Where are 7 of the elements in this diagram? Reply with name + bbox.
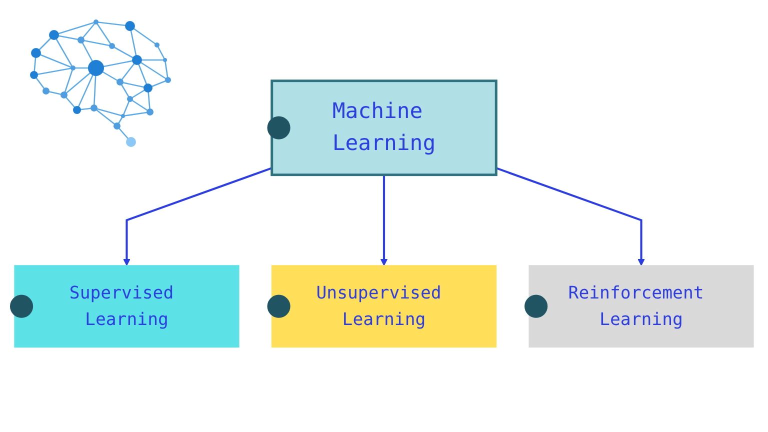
arrow (496, 167, 645, 266)
node-box: Machine Learning (270, 80, 498, 176)
node-box: Unsupervised Learning (271, 265, 497, 348)
node-box: Reinforcement Learning (528, 265, 754, 348)
arrow (123, 167, 272, 266)
arrow (380, 174, 388, 266)
node-box: Supervised Learning (14, 265, 240, 348)
